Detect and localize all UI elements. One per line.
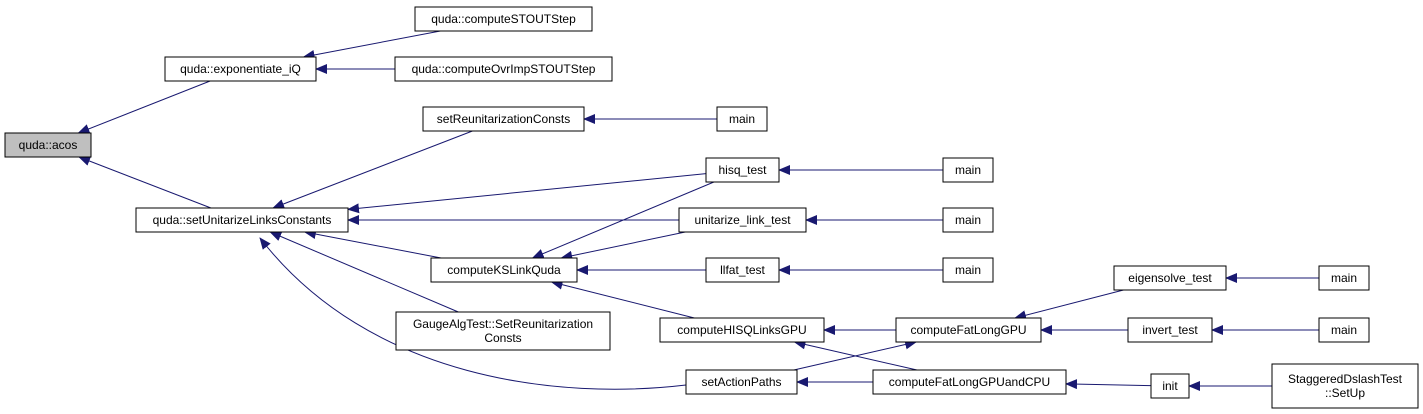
node-box xyxy=(716,106,768,132)
node-label: invert_test xyxy=(1142,323,1198,337)
node-quda-setunitarizelinksconstants[interactable]: quda::setUnitarizeLinksConstants xyxy=(135,207,349,233)
node-label: quda::acos xyxy=(19,138,78,152)
node-box xyxy=(422,106,585,132)
node-label: GaugeAlgTest::SetReunitarization xyxy=(413,317,593,331)
node-main[interactable]: main xyxy=(942,257,994,283)
node-setreunitarizationconsts[interactable]: setReunitarizationConsts xyxy=(422,106,585,132)
node-box xyxy=(394,56,613,82)
node-llfat-test[interactable]: llfat_test xyxy=(705,257,780,283)
edge-eigen-to-fatlong xyxy=(1014,289,1124,321)
edge-init-to-fatlongcpu xyxy=(1065,379,1152,390)
node-label: main xyxy=(1331,323,1357,337)
node-box xyxy=(1113,265,1227,291)
edge-hisqtest-to-setunit xyxy=(347,173,707,214)
node-label: unitarize_link_test xyxy=(694,213,791,227)
edge-setunit-to-acos xyxy=(78,156,212,209)
node-eigensolve-test[interactable]: eigensolve_test xyxy=(1113,265,1227,291)
edge-setreunit-to-setunit xyxy=(272,130,473,209)
node-label: ::SetUp xyxy=(1325,386,1365,400)
node-quda-exponentiate-iq[interactable]: quda::exponentiate_iQ xyxy=(164,56,317,82)
node-label: setReunitarizationConsts xyxy=(437,112,570,126)
node-main[interactable]: main xyxy=(1318,265,1370,291)
edge-expiq-to-acos xyxy=(77,80,211,134)
node-label: setActionPaths xyxy=(701,375,781,389)
node-quda-acos[interactable]: quda::acos xyxy=(4,132,92,158)
node-box xyxy=(395,311,611,351)
edge-stout-to-expiq xyxy=(302,30,441,60)
node-box xyxy=(1150,373,1190,399)
node-label: quda::computeOvrImpSTOUTStep xyxy=(412,62,596,76)
node-label: Consts xyxy=(484,331,521,345)
node-box xyxy=(1127,317,1213,343)
node-box xyxy=(705,257,780,283)
node-main[interactable]: main xyxy=(942,207,994,233)
node-box xyxy=(135,207,349,233)
node-computefatlonggpu[interactable]: computeFatLongGPU xyxy=(895,317,1042,343)
node-label: main xyxy=(955,263,981,277)
node-box xyxy=(1318,317,1370,343)
node-label: llfat_test xyxy=(720,263,765,277)
node-label: quda::computeSTOUTStep xyxy=(431,12,576,26)
edge-hisqgpu-to-ksl xyxy=(550,279,695,319)
node-label: quda::setUnitarizeLinksConstants xyxy=(153,213,332,227)
node-box xyxy=(678,207,807,233)
node-label: main xyxy=(955,213,981,227)
edge-hisqtest-to-ksl xyxy=(531,181,715,259)
node-init[interactable]: init xyxy=(1150,373,1190,399)
node-label: StaggeredDslashTest xyxy=(1288,372,1403,386)
node-main[interactable]: main xyxy=(716,106,768,132)
node-hisq-test[interactable]: hisq_test xyxy=(705,157,780,183)
edge-gaugealg-to-setunit xyxy=(269,231,459,313)
edge-unitest-to-ksl xyxy=(560,231,686,261)
node-label: main xyxy=(729,112,755,126)
node-setactionpaths[interactable]: setActionPaths xyxy=(685,369,798,395)
node-label: quda::exponentiate_iQ xyxy=(180,62,301,76)
node-main[interactable]: main xyxy=(1318,317,1370,343)
node-box xyxy=(430,257,578,283)
edge-setaction-to-fatlong xyxy=(793,339,918,371)
node-box xyxy=(942,157,994,183)
node-box xyxy=(414,6,593,32)
nodes-layer: quda::acos quda::exponentiate_iQ quda::com… xyxy=(4,6,1419,409)
node-computekslinkquda[interactable]: computeKSLinkQuda xyxy=(430,257,578,283)
node-box xyxy=(164,56,317,82)
node-label: computeFatLongGPUandCPU xyxy=(889,375,1050,389)
node-box xyxy=(659,317,825,343)
node-computehisqlinksgpu[interactable]: computeHISQLinksGPU xyxy=(659,317,825,343)
node-unitarize-link-test[interactable]: unitarize_link_test xyxy=(678,207,807,233)
node-box xyxy=(685,369,798,395)
node-box xyxy=(1318,265,1370,291)
node-label: init xyxy=(1162,379,1178,393)
node-main[interactable]: main xyxy=(942,157,994,183)
node-label: eigensolve_test xyxy=(1128,271,1212,285)
node-quda-computestoutstep[interactable]: quda::computeSTOUTStep xyxy=(414,6,593,32)
node-label: main xyxy=(1331,271,1357,285)
node-quda-computeovrimpstoutstep[interactable]: quda::computeOvrImpSTOUTStep xyxy=(394,56,613,82)
node-box xyxy=(4,132,92,158)
edges-layer xyxy=(77,30,1319,391)
node-label: hisq_test xyxy=(718,163,767,177)
node-box xyxy=(1271,363,1419,409)
node-box xyxy=(942,207,994,233)
node-label: computeFatLongGPU xyxy=(910,323,1026,337)
node-box xyxy=(895,317,1042,343)
node-label: computeHISQLinksGPU xyxy=(677,323,806,337)
node-box xyxy=(942,257,994,283)
node-label: main xyxy=(955,163,981,177)
edge-setaction-to-setunit xyxy=(259,237,687,390)
edge-ksl-to-setunit xyxy=(303,229,442,259)
node-box xyxy=(872,369,1067,395)
node-computefatlonggpuandcpu[interactable]: computeFatLongGPUandCPU xyxy=(872,369,1067,395)
node-invert-test[interactable]: invert_test xyxy=(1127,317,1213,343)
node-label: computeKSLinkQuda xyxy=(447,263,561,277)
node-staggereddslashtest-setup[interactable]: StaggeredDslashTest::SetUp xyxy=(1271,363,1419,409)
node-box xyxy=(705,157,780,183)
